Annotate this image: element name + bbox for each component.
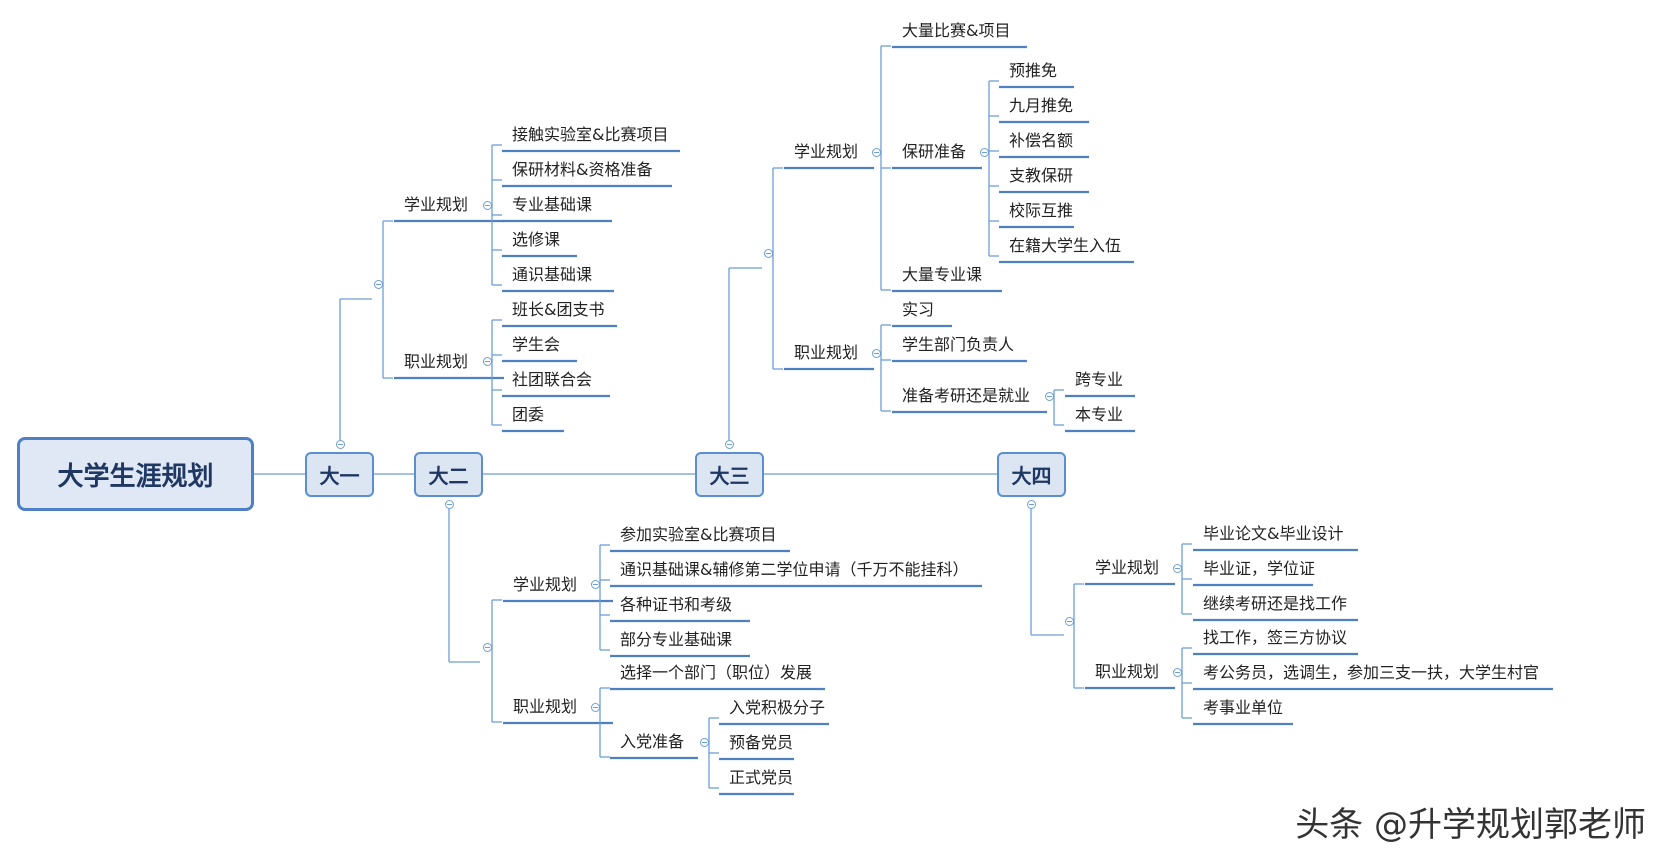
collapse-toggle-icon[interactable]	[482, 200, 492, 210]
collapse-toggle-icon[interactable]	[590, 702, 600, 712]
y3-postgrad-item[interactable]: 校际互推	[1009, 201, 1074, 220]
y2-academic-label[interactable]: 学业规划	[513, 575, 578, 594]
y3-choice-item[interactable]: 跨专业	[1075, 370, 1124, 389]
y3-academic-label[interactable]: 学业规划	[794, 142, 859, 161]
y3-career-label[interactable]: 职业规划	[794, 343, 859, 362]
collapse-toggle-icon[interactable]	[373, 279, 383, 289]
y4-academic-item[interactable]: 毕业论文&毕业设计	[1203, 524, 1344, 543]
collapse-toggle-icon[interactable]	[444, 499, 454, 509]
year-node-3[interactable]: 大三	[695, 452, 764, 497]
collapse-toggle-icon[interactable]	[335, 439, 345, 449]
y3-postgrad-item[interactable]: 在籍大学生入伍	[1009, 236, 1122, 255]
root-node[interactable]: 大学生涯规划	[17, 437, 254, 511]
y2-career-label[interactable]: 职业规划	[513, 697, 578, 716]
y3-postgrad-item[interactable]: 九月推免	[1009, 96, 1074, 115]
collapse-toggle-icon[interactable]	[1064, 616, 1074, 626]
collapse-toggle-icon[interactable]	[699, 737, 709, 747]
y4-academic-label[interactable]: 学业规划	[1095, 558, 1160, 577]
y2-party-item[interactable]: 正式党员	[729, 768, 794, 787]
collapse-toggle-icon[interactable]	[1044, 391, 1054, 401]
y1-career-item[interactable]: 团委	[512, 405, 545, 424]
collapse-toggle-icon[interactable]	[763, 248, 773, 258]
y3-choice-item[interactable]: 本专业	[1075, 405, 1124, 424]
y4-career-label[interactable]: 职业规划	[1095, 662, 1160, 681]
y4-career-item[interactable]: 考公务员，选调生，参加三支一扶，大学生村官	[1203, 663, 1540, 682]
collapse-toggle-icon[interactable]	[482, 642, 492, 652]
collapse-toggle-icon[interactable]	[724, 439, 734, 449]
year-node-2[interactable]: 大二	[414, 452, 483, 497]
y3-postgrad-item[interactable]: 补偿名额	[1009, 131, 1074, 150]
y3-career-item[interactable]: 学生部门负责人	[902, 335, 1015, 354]
y2-party-label[interactable]: 入党准备	[620, 732, 685, 751]
y3-choice-label[interactable]: 准备考研还是就业	[902, 386, 1031, 405]
collapse-toggle-icon[interactable]	[871, 348, 881, 358]
y4-academic-item[interactable]: 毕业证，学位证	[1203, 559, 1316, 578]
y1-academic-item[interactable]: 专业基础课	[512, 195, 593, 214]
y4-career-item[interactable]: 找工作，签三方协议	[1203, 628, 1348, 647]
collapse-toggle-icon[interactable]	[482, 356, 492, 366]
y1-academic-item[interactable]: 通识基础课	[512, 265, 593, 284]
y1-career-item[interactable]: 学生会	[512, 335, 561, 354]
y2-party-item[interactable]: 预备党员	[729, 733, 794, 752]
y3-academic-item[interactable]: 大量比赛&项目	[902, 21, 1011, 40]
y1-academic-item[interactable]: 接触实验室&比赛项目	[512, 125, 669, 144]
collapse-toggle-icon[interactable]	[979, 147, 989, 157]
y1-career-item[interactable]: 班长&团支书	[512, 300, 605, 319]
y4-academic-item[interactable]: 继续考研还是找工作	[1203, 594, 1348, 613]
watermark: 头条 @升学规划郭老师	[1295, 805, 1646, 845]
y2-academic-item[interactable]: 通识基础课&辅修第二学位申请（千万不能挂科）	[620, 560, 969, 579]
y3-postgrad-item[interactable]: 预推免	[1009, 61, 1058, 80]
collapse-toggle-icon[interactable]	[871, 147, 881, 157]
collapse-toggle-icon[interactable]	[1172, 667, 1182, 677]
y4-career-item[interactable]: 考事业单位	[1203, 698, 1284, 717]
year-node-1[interactable]: 大一	[305, 452, 374, 497]
y2-career-item[interactable]: 选择一个部门（职位）发展	[620, 663, 813, 682]
collapse-toggle-icon[interactable]	[1172, 563, 1182, 573]
y3-postgrad-label[interactable]: 保研准备	[902, 142, 967, 161]
y2-academic-item[interactable]: 参加实验室&比赛项目	[620, 525, 777, 544]
y1-academic-item[interactable]: 选修课	[512, 230, 561, 249]
y1-academic-label[interactable]: 学业规划	[404, 195, 469, 214]
y2-academic-item[interactable]: 各种证书和考级	[620, 595, 733, 614]
y2-academic-item[interactable]: 部分专业基础课	[620, 630, 733, 649]
year-node-4[interactable]: 大四	[997, 452, 1066, 497]
y3-academic-item[interactable]: 大量专业课	[902, 265, 983, 284]
collapse-toggle-icon[interactable]	[590, 579, 600, 589]
y1-career-item[interactable]: 社团联合会	[512, 370, 593, 389]
y3-career-item[interactable]: 实习	[902, 300, 935, 319]
collapse-toggle-icon[interactable]	[1026, 499, 1036, 509]
y2-party-item[interactable]: 入党积极分子	[729, 698, 826, 717]
y3-postgrad-item[interactable]: 支教保研	[1009, 166, 1074, 185]
y1-academic-item[interactable]: 保研材料&资格准备	[512, 160, 653, 179]
y1-career-label[interactable]: 职业规划	[404, 352, 469, 371]
